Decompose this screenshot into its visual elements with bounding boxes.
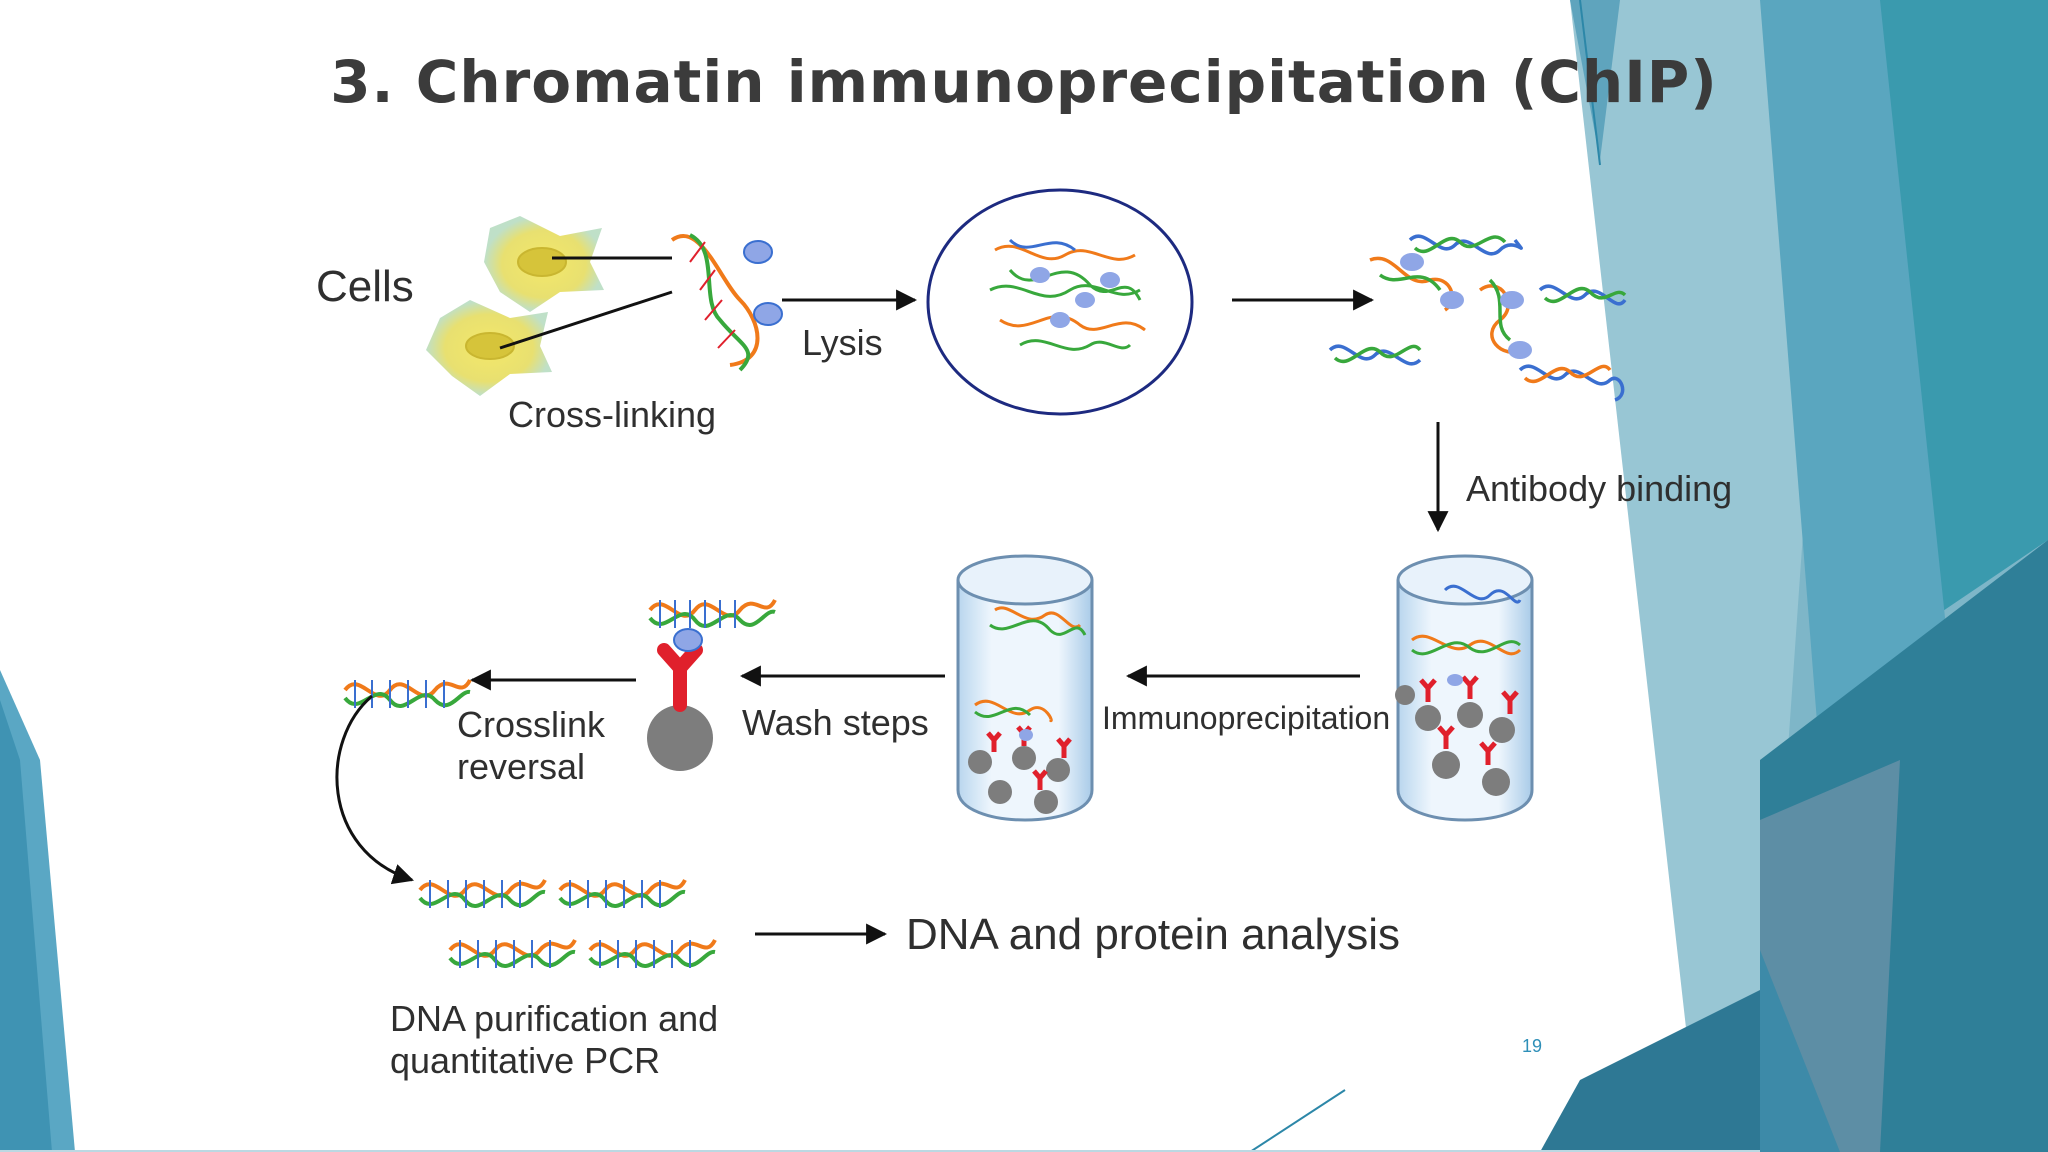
label-antibody-binding: Antibody binding xyxy=(1466,468,1733,509)
label-crosslink-reversal-line2: reversal xyxy=(457,746,586,787)
label-cells: Cells xyxy=(316,262,414,311)
label-dna-protein-analysis: DNA and protein analysis xyxy=(906,910,1401,959)
chromatin-tangle-icon xyxy=(989,238,1146,351)
cell-icon xyxy=(426,300,552,396)
purified-dna-icon xyxy=(418,878,717,968)
label-cross-linking: Cross-linking xyxy=(508,394,717,435)
crosslinked-dna-icon xyxy=(670,233,783,372)
label-lysis: Lysis xyxy=(802,322,883,363)
label-crosslink-reversal-line1: Crosslink xyxy=(457,704,606,745)
label-immunoprecipitation: Immunoprecipitation xyxy=(1102,700,1391,736)
fragmented-chromatin-icon xyxy=(1328,234,1627,402)
tube-antibody-binding-icon xyxy=(1395,554,1534,822)
antibody-bead-complex-icon xyxy=(647,598,777,771)
label-wash-steps: Wash steps xyxy=(742,702,929,743)
label-dna-purification-line1: DNA purification and xyxy=(390,998,719,1039)
tube-immunoprecipitation-icon xyxy=(956,554,1094,822)
page-title: 3. Chromatin immunoprecipitation (ChIP) xyxy=(330,48,1718,116)
cell-icon xyxy=(484,216,604,312)
label-dna-purification-line2: quantitative PCR xyxy=(390,1040,661,1081)
page-number: 19 xyxy=(1522,1036,1543,1056)
